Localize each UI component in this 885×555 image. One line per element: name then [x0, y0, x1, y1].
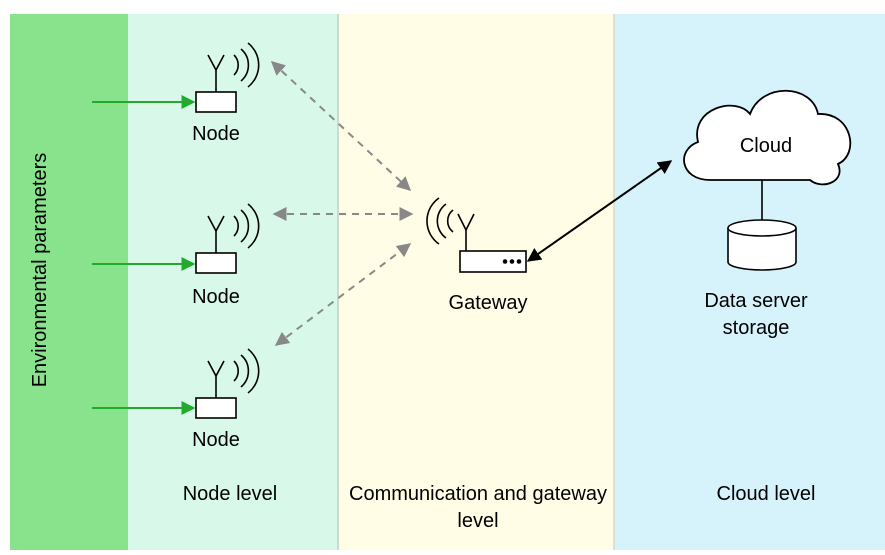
node-label: Node [192, 429, 240, 451]
wireless-link [274, 243, 412, 346]
database-icon [727, 219, 797, 271]
gateway-level-band [338, 14, 614, 550]
wireless-link [270, 61, 412, 191]
uplink-link [526, 160, 673, 262]
node-level-label: Node level [182, 483, 278, 505]
storage-label: Data server storage [704, 290, 808, 339]
gateway-label: Gateway [448, 292, 528, 314]
node-label: Node [192, 286, 240, 308]
cloud-level-label: Cloud level [716, 483, 816, 505]
gateway-router-icon [426, 197, 527, 273]
node-device-icon [195, 203, 260, 274]
cloud-level-band [614, 14, 885, 550]
environment-band [10, 14, 128, 550]
node-device-icon [195, 42, 260, 113]
gateway-level-label: Communication and gateway level [349, 483, 607, 532]
cloud-icon [683, 89, 852, 186]
cloud-label: Cloud [739, 135, 793, 157]
environmental-parameters-label: Environmental parameters [29, 152, 51, 388]
node-device-icon [195, 348, 260, 419]
node-label: Node [192, 123, 240, 145]
